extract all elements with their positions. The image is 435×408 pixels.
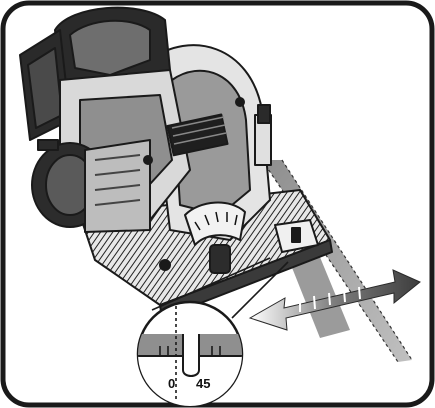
callout-mark-right: 45 (196, 376, 210, 391)
callout-mark-left: 0 (168, 376, 175, 391)
callout-leader-lines (151, 257, 289, 319)
saw-illustration-icon (19, 6, 333, 319)
double-arrow-icon (248, 269, 421, 331)
magnifier-callout-icon: 0 45 (136, 300, 244, 408)
